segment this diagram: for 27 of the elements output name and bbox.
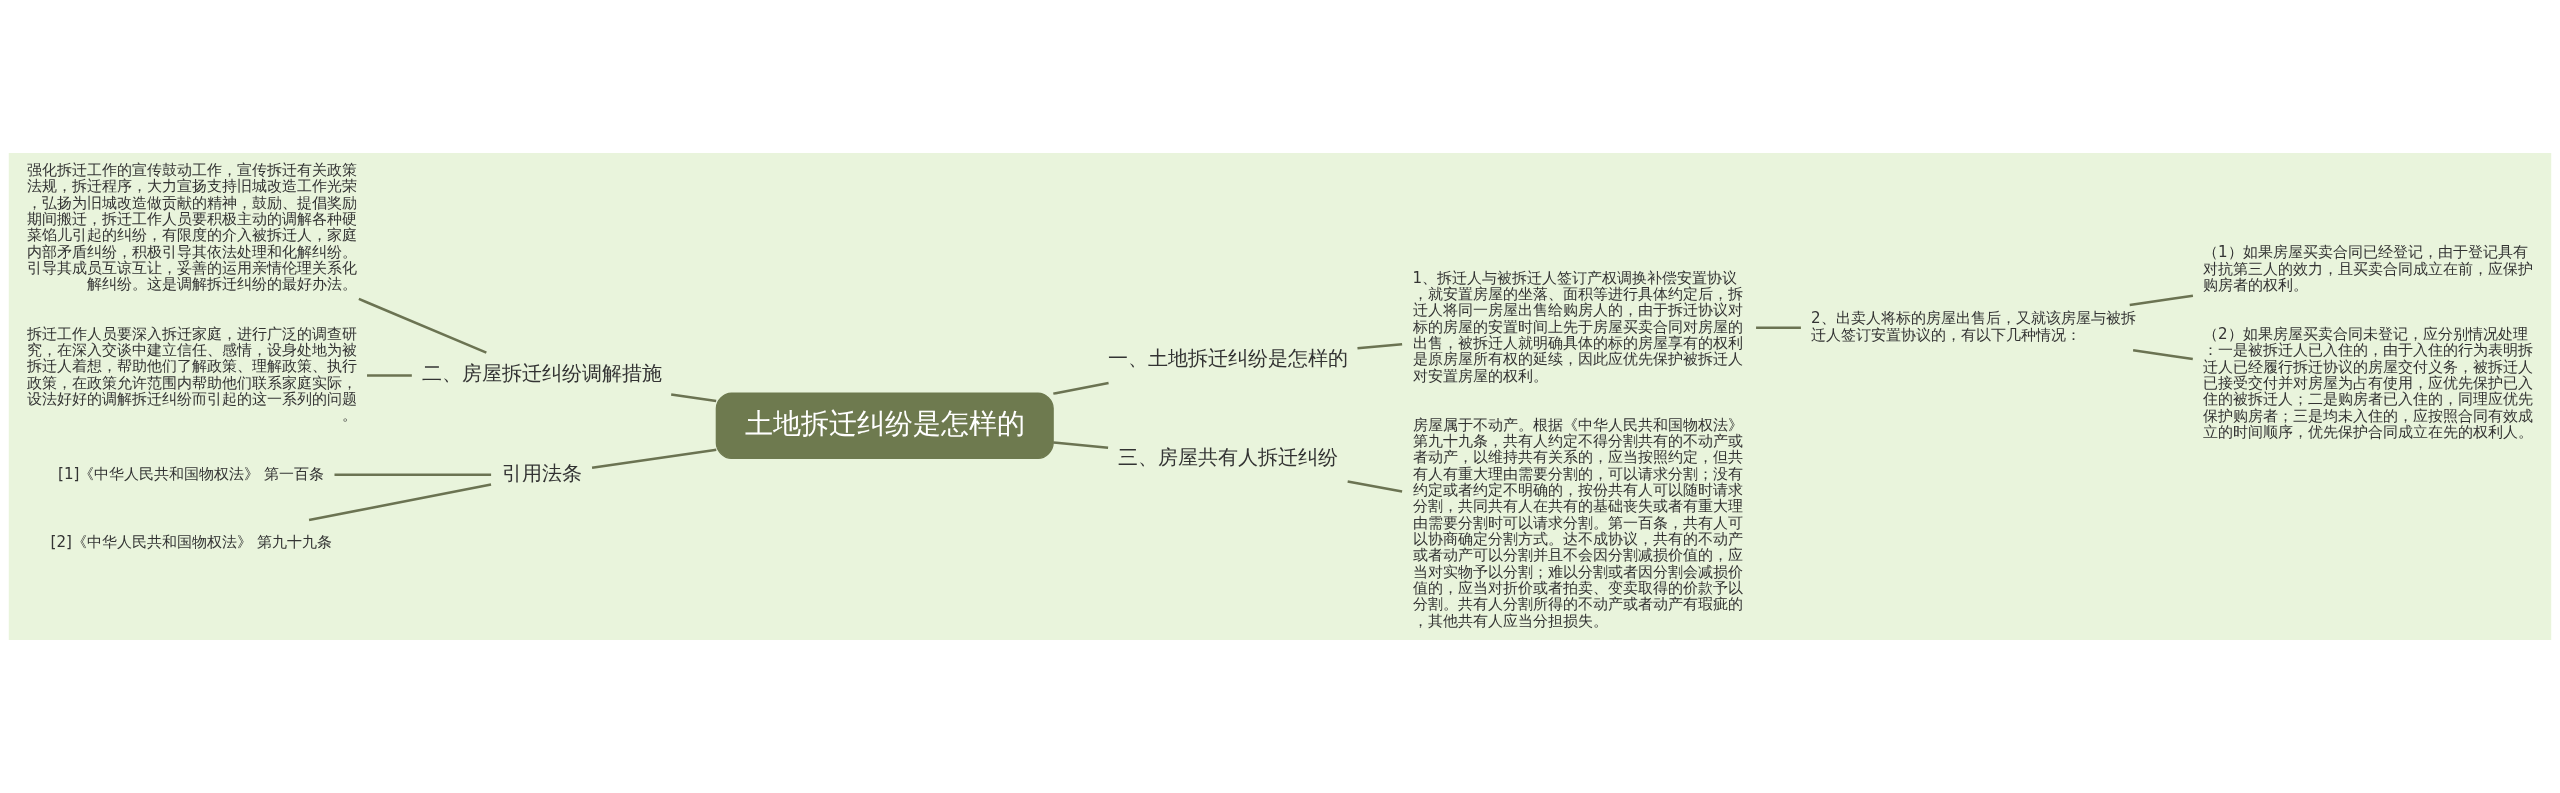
node-text: 二、房屋拆迁纠纷调解措施 (421, 361, 662, 386)
connector (2129, 294, 2194, 307)
connector (358, 297, 487, 354)
connector (1347, 480, 1403, 493)
connector (308, 483, 492, 522)
node-text: 引用法条 (501, 460, 582, 485)
node-box: 土地拆迁纠纷是怎样的 (715, 392, 1054, 460)
node-text: [1]《中华人民共和国物权法》 第一百条 (58, 464, 325, 483)
node-text: 三、房屋共有人拆迁纠纷 (1117, 445, 1338, 470)
node-text: 拆迁工作人员要深入拆迁家庭，进行广泛的调查研究，在深入交谈中建立信任、感情，设身处地为被拆迁人着想，帮助他们了解政策、理解政策、执行政策，在政策允许范围内帮助他们联系家庭实际，设法好好的调解拆迁纠纷而引起的这一系列的问题。 (26, 324, 357, 425)
connector (1357, 342, 1403, 350)
node-text: 强化拆迁工作的宣传鼓动工作，宣传拆迁有关政策法规，拆迁程序，大力宣扬支持旧城改造工作光荣，弘扬为旧城改造做贡献的精神，鼓励、提倡奖励期间搬迁，拆迁工作人员要积极主动的调解各种硬菜馅儿引起的纠纷，有限度的介入被拆迁人，家庭内部矛盾纠纷，积极引导其依法处理和化解纠纷。引导其成员互谅互让，妥善的运用亲情伦理关系化解纠纷。这是调解拆迁纠纷的最好办法。 (26, 161, 357, 294)
node-text: 一、土地拆迁纠纷是怎样的 (1107, 346, 1348, 371)
connector (2132, 349, 2193, 361)
node-text: 1、拆迁人与被拆迁人签订产权调换补偿安置协议，就安置房屋的坐落、面积等进行具体约定后，拆迁人将同一房屋出售给购房人的，由于拆迁协议对标的房屋的安置时间上先于房屋买卖合同对房屋的出售，被拆迁人就明确具体的标的房屋享有的权利是原房屋所有权的延续，因此应优先保护被拆迁人对安置房屋的权利。 (1412, 268, 1743, 385)
connector (367, 374, 412, 377)
connector (1756, 326, 1801, 329)
node-text: 房屋属于不动产。根据《中华人民共和国物权法》第九十九条，共有人约定不得分割共有的不动产或者动产，以维持共有关系的，应当按照约定，但共有人有重大理由需要分割的，可以请求分割；没有约定或者约定不明确的，按份共有人可以随时请求分割，共同共有人在共有的基础丧失或者有重大理由需要分割时可以请求分割。第一百条，共有人可以协商确定分割方式。达不成协议，共有的不动产或者动产可以分割并且不会因分割减损价值的，应当对实物予以分割；难以分割或者因分割会减损价值的，应当对折价或者拍卖、变卖取得的价款予以分割。共有人分割所得的不动产或者动产有瑕疵的，其他共有人应当分担损失。 (1412, 415, 1743, 630)
connector (1053, 381, 1109, 395)
connector (1053, 441, 1109, 450)
connector (591, 448, 717, 469)
connector (334, 473, 492, 476)
node-text: 2、出卖人将标的房屋出售后，又就该房屋与被拆迁人签订安置协议的，有以下几种情况： (1810, 309, 2136, 344)
connector (671, 393, 717, 403)
node-text: （2）如果房屋买卖合同未登记，应分别情况处理：一是被拆迁人已入住的，由于入住的行为表明拆迁人已经履行拆迁协议的房屋交付义务，被拆迁人已接受交付并对房屋为占有使用，应优先保护已入住的被拆迁人；二是购房者已入住的，同理应优先保护购房者；三是均未入住的，应按照合同有效成立的时间顺序，优先保护合同成立在先的权利人。 (2203, 325, 2534, 442)
node-text: （1）如果房屋买卖合同已经登记，由于登记具有对抗第三人的效力，且买卖合同成立在前，应保护购房者的权利。 (2203, 243, 2534, 295)
node-text: [2]《中华人民共和国物权法》 第九十九条 (50, 532, 332, 551)
